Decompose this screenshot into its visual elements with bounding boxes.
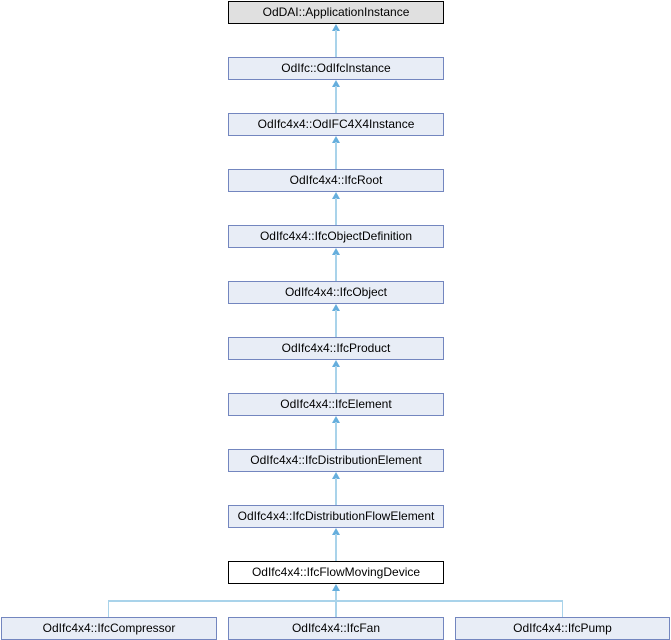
edge-line [335,366,337,393]
arrow-up-icon [332,304,340,311]
edge-line [335,478,337,505]
inheritance-edge [332,192,340,225]
class-node-ifccompressor[interactable]: OdIfc4x4::IfcCompressor [1,617,217,640]
arrow-up-icon [332,584,340,591]
arrow-up-icon [332,528,340,535]
inheritance-edge [332,360,340,393]
inheritance-edge [332,528,340,561]
class-node-ifcobject[interactable]: OdIfc4x4::IfcObject [228,281,444,304]
inheritance-edge [332,136,340,169]
edge-line [335,142,337,169]
class-node-ifcroot[interactable]: OdIfc4x4::IfcRoot [228,169,444,192]
class-node-ifcelement[interactable]: OdIfc4x4::IfcElement [228,393,444,416]
inheritance-edge [332,80,340,113]
children-connector-line [107,600,563,602]
inheritance-edge [332,472,340,505]
inheritance-edge [332,304,340,337]
inheritance-edge [332,24,340,57]
edge-line [335,30,337,57]
class-node-ifcobjectdefinition[interactable]: OdIfc4x4::IfcObjectDefinition [228,225,444,248]
arrow-up-icon [332,472,340,479]
arrow-up-icon [332,80,340,87]
edge-line [335,86,337,113]
class-node-ifcpump[interactable]: OdIfc4x4::IfcPump [455,617,670,640]
edge-line [335,591,337,617]
arrow-up-icon [332,192,340,199]
arrow-up-icon [332,24,340,31]
edge-line [335,534,337,561]
arrow-up-icon [332,136,340,143]
edge-line [335,198,337,225]
edge-line [107,600,109,617]
class-node-ifcproduct[interactable]: OdIfc4x4::IfcProduct [228,337,444,360]
edge-line [335,422,337,449]
class-node-odifc4x4-odifc4x4instance[interactable]: OdIfc4x4::OdIFC4X4Instance [228,113,444,136]
edge-line [335,254,337,281]
class-node-ifcflowmovingdevice-current: OdIfc4x4::IfcFlowMovingDevice [228,561,444,584]
class-node-oddai-applicationinstance[interactable]: OdDAI::ApplicationInstance [228,1,444,24]
inheritance-edge [332,248,340,281]
inheritance-edge [332,416,340,449]
arrow-up-icon [332,248,340,255]
edge-line [561,600,563,617]
arrow-up-icon [332,360,340,367]
class-node-ifcdistributionelement[interactable]: OdIfc4x4::IfcDistributionElement [228,449,444,472]
arrow-up-icon [332,416,340,423]
class-node-odifc-odifcinstance[interactable]: OdIfc::OdIfcInstance [228,57,444,80]
class-node-ifcfan[interactable]: OdIfc4x4::IfcFan [228,617,444,640]
class-node-ifcdistributionflowelement[interactable]: OdIfc4x4::IfcDistributionFlowElement [228,505,444,528]
edge-line [335,310,337,337]
